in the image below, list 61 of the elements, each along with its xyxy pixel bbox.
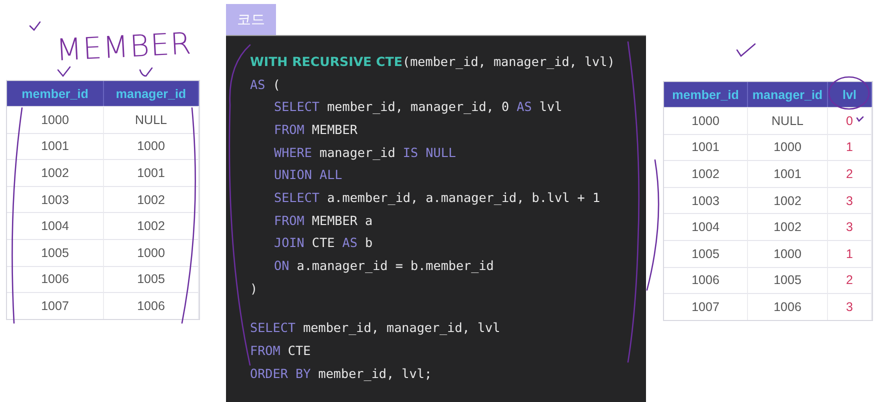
table-cell: 1005 bbox=[7, 238, 104, 266]
code-line: ) bbox=[250, 281, 258, 296]
table-cell: 1000 bbox=[748, 134, 828, 160]
table-cell: 1002 bbox=[7, 159, 104, 186]
table-cell: 1005 bbox=[104, 266, 199, 292]
code-line: FROM MEMBER a bbox=[274, 213, 373, 228]
code-line: ORDER BY member_id, lvl; bbox=[250, 366, 432, 381]
table-cell: 1003 bbox=[664, 186, 748, 214]
table-cell: 2 bbox=[828, 266, 872, 294]
table-cell: NULL bbox=[104, 106, 199, 133]
column-header: manager_id bbox=[104, 81, 199, 106]
table-cell: 1001 bbox=[104, 159, 199, 186]
handwritten-title: MEMBER bbox=[55, 26, 193, 69]
code-tab: 코드 bbox=[226, 4, 276, 35]
table-cell: 1000 bbox=[748, 240, 828, 267]
table-cell: 1 bbox=[828, 134, 872, 160]
table-cell: 1006 bbox=[104, 292, 199, 319]
table-cell: 1000 bbox=[7, 106, 104, 133]
table-cell: 1004 bbox=[7, 212, 104, 239]
table-cell: 1000 bbox=[104, 132, 199, 160]
code-line: UNION ALL bbox=[274, 167, 342, 182]
table-cell: 1000 bbox=[664, 107, 748, 134]
code-line: WITH RECURSIVE CTE(member_id, manager_id, lvl) bbox=[250, 54, 615, 69]
table-cell: 1004 bbox=[664, 213, 748, 240]
code-line: SELECT a.member_id, a.manager_id, b.lvl + 1 bbox=[274, 190, 600, 205]
code-line: SELECT member_id, manager_id, 0 AS lvl bbox=[274, 99, 562, 114]
table-cell: 3 bbox=[828, 293, 872, 320]
table-cell: 1001 bbox=[748, 160, 828, 187]
table-cell: NULL bbox=[748, 107, 828, 134]
code-line: JOIN CTE AS b bbox=[274, 235, 373, 250]
table-cell: 3 bbox=[828, 186, 872, 214]
column-header: member_id bbox=[664, 82, 748, 107]
code-line: WHERE manager_id IS NULL bbox=[274, 145, 456, 160]
table-cell: 1000 bbox=[104, 238, 199, 266]
code-line: AS ( bbox=[250, 77, 280, 92]
table-cell: 1003 bbox=[7, 186, 104, 212]
table-cell: 0 bbox=[828, 107, 872, 134]
table-cell: 1006 bbox=[7, 266, 104, 292]
table-cell: 2 bbox=[828, 160, 872, 187]
code-line: ON a.manager_id = b.member_id bbox=[274, 258, 494, 273]
table-cell: 1005 bbox=[664, 240, 748, 267]
table-cell: 1006 bbox=[748, 293, 828, 320]
table-cell: 1002 bbox=[664, 160, 748, 187]
column-header: manager_id bbox=[748, 82, 828, 107]
table-cell: 1002 bbox=[104, 212, 199, 239]
column-header: member_id bbox=[7, 81, 104, 106]
table-cell: 1 bbox=[828, 240, 872, 267]
table-cell: 1002 bbox=[748, 186, 828, 214]
table-cell: 1001 bbox=[664, 134, 748, 160]
code-line: FROM MEMBER bbox=[274, 122, 358, 137]
table-cell: 1007 bbox=[664, 293, 748, 320]
code-line: SELECT member_id, manager_id, lvl bbox=[250, 320, 500, 335]
table-cell: 1006 bbox=[664, 266, 748, 294]
table-cell: 1001 bbox=[7, 132, 104, 160]
table-cell: 1005 bbox=[748, 266, 828, 294]
code-line: FROM CTE bbox=[250, 343, 311, 358]
table-cell: 1002 bbox=[104, 186, 199, 212]
table-cell: 3 bbox=[828, 213, 872, 240]
column-header: lvl bbox=[828, 82, 872, 107]
table-cell: 1007 bbox=[7, 292, 104, 319]
table-cell: 1002 bbox=[748, 213, 828, 240]
